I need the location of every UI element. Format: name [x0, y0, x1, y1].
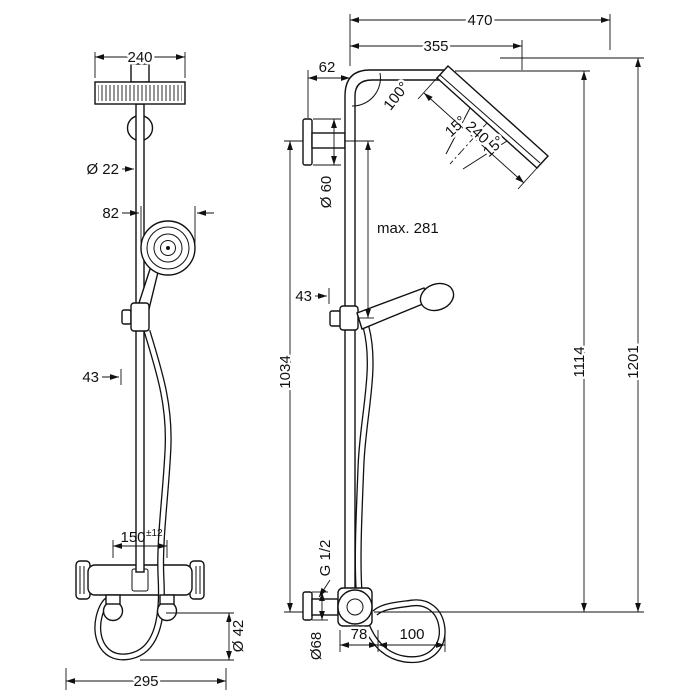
side-hand-shower [329, 282, 455, 331]
front-pipe [135, 103, 145, 573]
side-thermostat [302, 587, 373, 627]
front-view: 240 Ø 22 82 43 150 ±12 295 Ø 42 [65, 47, 250, 693]
front-wall-unions [102, 594, 178, 622]
front-shower-head [94, 63, 186, 105]
dim-side-arm-reach: 355 [423, 38, 448, 55]
dim-side-total-height: 1201 [625, 345, 642, 378]
front-dimensions: 240 Ø 22 82 43 150 ±12 295 Ø 42 [65, 47, 250, 693]
dim-front-valve-centers: 150 [120, 529, 145, 546]
dim-front-hand-shower-width: 82 [102, 205, 119, 222]
dim-side-base-escutcheon-diameter: Ø68 [308, 632, 325, 660]
side-wall-bracket [302, 118, 346, 166]
dim-side-wall-to-pipe: 62 [319, 59, 336, 76]
dim-side-escutcheon-diameter: Ø 60 [318, 176, 335, 209]
dim-front-overall-width: 295 [133, 673, 158, 690]
dim-front-hose-bend-diameter: Ø 42 [230, 620, 247, 653]
front-hand-shower [137, 220, 196, 310]
dim-front-valve-tolerance: ±12 [146, 528, 163, 539]
dim-side-arm-angle: 100° [380, 79, 413, 114]
dim-front-head-width: 240 [127, 49, 152, 66]
dim-front-pipe-diameter: Ø 22 [86, 161, 119, 178]
dim-side-hose-clearance: 100 [399, 626, 424, 643]
dim-side-thread-size: G 1/2 [317, 540, 334, 577]
dim-side-head-height: 1114 [571, 346, 588, 377]
dim-side-max-adjustment: max. 281 [377, 220, 439, 237]
front-slider [121, 302, 150, 332]
dim-front-slider-offset: 43 [82, 369, 99, 386]
dim-side-overall-reach: 470 [467, 12, 492, 29]
dim-side-holder-offset: 43 [295, 288, 312, 305]
side-arm-angle-arc [351, 72, 381, 107]
front-thermostat [75, 560, 205, 600]
dim-side-bracket-height: 1034 [277, 355, 294, 388]
dim-side-valve-depth: 78 [351, 626, 368, 643]
side-dimensions: 470 355 62 100° 15° 15° 240 Ø 60 max. 28… [275, 10, 645, 661]
side-view: 470 355 62 100° 15° 15° 240 Ø 60 max. 28… [275, 10, 645, 664]
